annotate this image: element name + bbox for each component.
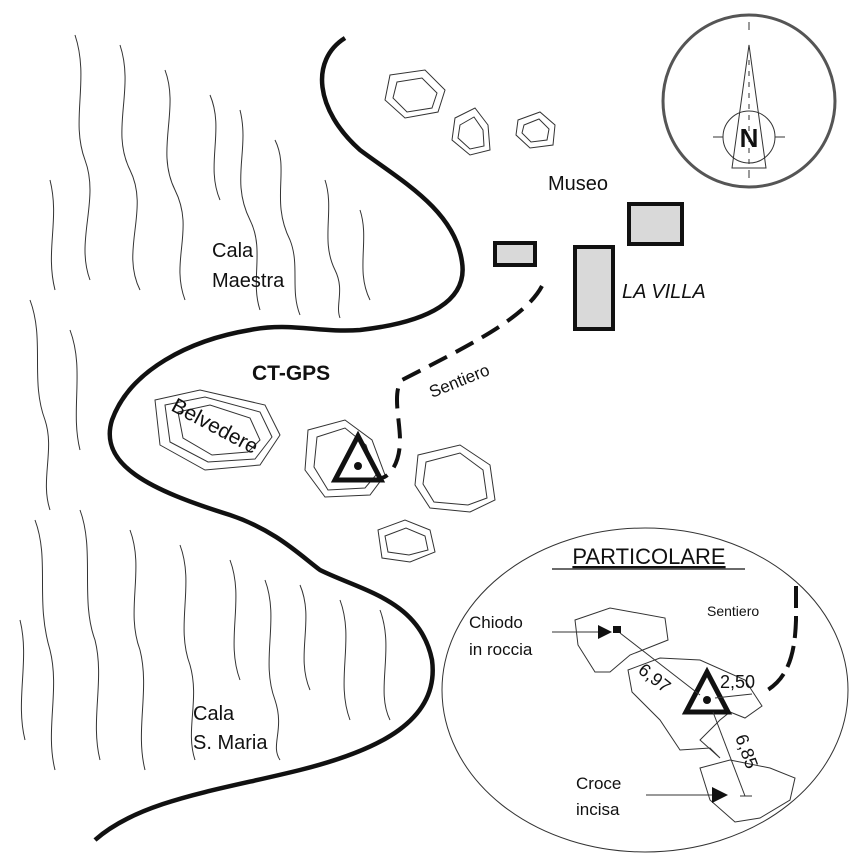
building-small (493, 241, 537, 267)
distance-path: 2,50 (720, 672, 755, 692)
label-croce-2: incisa (576, 800, 620, 819)
contour-lines (154, 69, 556, 563)
building-villa (573, 245, 615, 331)
label-croce-1: Croce (576, 774, 621, 793)
nail-marker (613, 626, 621, 633)
label-cala-maestra-2: Maestra (212, 270, 285, 292)
label-la-villa: LA VILLA (622, 281, 706, 303)
path-trail (381, 285, 544, 480)
label-cala-smaria-2: S. Maria (193, 732, 268, 754)
label-chiodo-1: Chiodo (469, 613, 523, 632)
label-belvedere: Belvedere (168, 394, 262, 459)
detail-label-sentiero: Sentiero (707, 603, 759, 619)
north-arrow-compass: N (661, 13, 837, 189)
label-ct-gps: CT-GPS (252, 362, 330, 385)
label-cala-smaria-1: Cala (193, 703, 235, 725)
label-sentiero: Sentiero (426, 360, 492, 401)
label-cala-maestra-1: Cala (212, 240, 254, 262)
detail-title: PARTICOLARE (572, 544, 725, 569)
nail-arrow-icon (598, 625, 612, 639)
label-museo: Museo (548, 173, 608, 195)
label-chiodo-2: in roccia (469, 640, 533, 659)
compass-north-label: N (740, 123, 759, 153)
buildings (493, 202, 684, 331)
sea-waves (19, 34, 391, 771)
detail-inset: PARTICOLARE Sentiero Chiodo in roccia Cr… (441, 527, 849, 853)
coastline (93, 36, 465, 842)
building-museo (627, 202, 684, 246)
detail-path-trail (761, 586, 798, 695)
cross-arrow-icon (712, 787, 728, 803)
gps-station-marker (330, 430, 386, 483)
